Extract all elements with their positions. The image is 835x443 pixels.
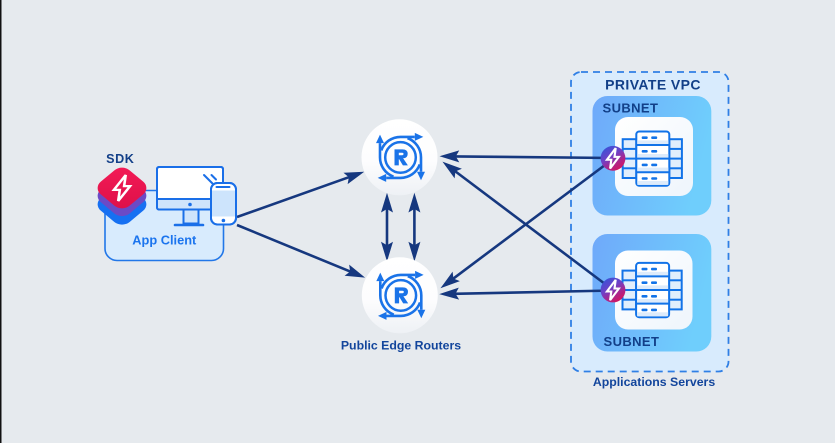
- svg-text:SUBNET: SUBNET: [604, 334, 660, 349]
- svg-text:Applications Servers: Applications Servers: [593, 375, 715, 389]
- svg-text:SDK: SDK: [106, 152, 134, 166]
- svg-text:Public Edge Routers: Public Edge Routers: [341, 339, 461, 353]
- svg-text:SUBNET: SUBNET: [603, 101, 659, 116]
- svg-text:PRIVATE VPC: PRIVATE VPC: [605, 77, 701, 93]
- svg-text:App Client: App Client: [132, 233, 197, 248]
